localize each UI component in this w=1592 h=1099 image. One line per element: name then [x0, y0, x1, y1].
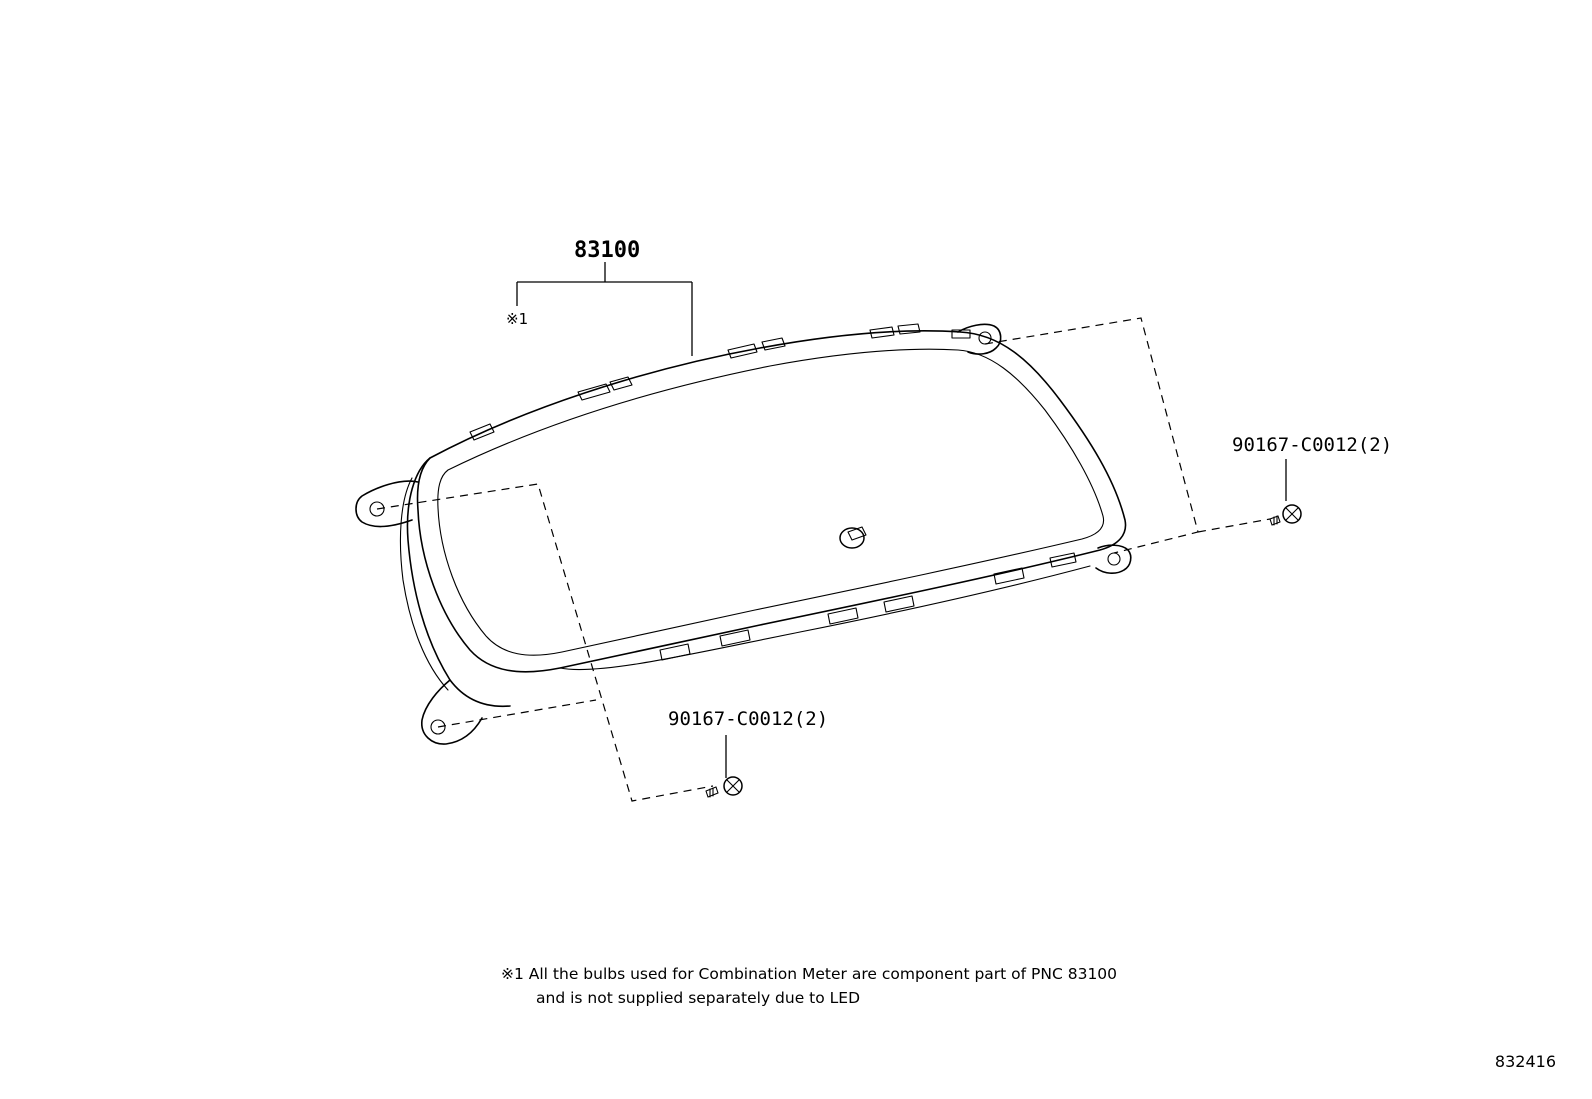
diagram-id: 832416 [1494, 1052, 1556, 1071]
footnote: ※1 All the bulbs used for Combination Me… [501, 962, 1117, 1010]
footnote-line-1: ※1 All the bulbs used for Combination Me… [501, 965, 1118, 983]
footnote-line-2: and is not supplied separately due to LE… [536, 989, 861, 1007]
part-number-screw-upper-right: 90167-C0012(2) [1232, 434, 1393, 456]
part-number-screw-lower: 90167-C0012(2) [668, 708, 829, 730]
installation-guides [376, 317, 1271, 802]
meter-reset-knob [839, 526, 867, 549]
main-part-leader [516, 262, 693, 356]
screw-lower [705, 735, 743, 798]
part-number-83100: 83100 [574, 238, 641, 263]
mounting-ears [355, 323, 1132, 745]
screw-upper-right [1269, 459, 1302, 526]
reference-mark-1: ※1 [506, 310, 529, 328]
combination-meter-housing [399, 323, 1127, 708]
